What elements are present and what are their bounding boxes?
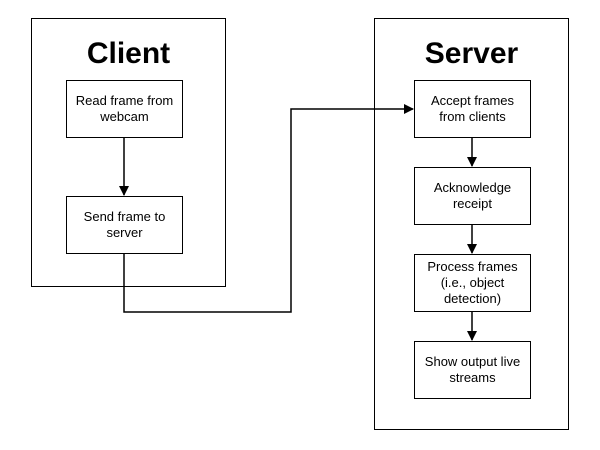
- step-label: Send frame to server: [83, 209, 166, 240]
- step-label: Read frame from webcam: [75, 93, 174, 124]
- server-title: Server: [424, 37, 519, 70]
- step-read-frame-from-webcam: Read frame from webcam: [66, 80, 183, 138]
- step-label: Process frames (i.e., object detection): [427, 259, 518, 306]
- step-show-output-live-streams: Show output live streams: [414, 341, 531, 399]
- step-label: Accept frames from clients: [430, 93, 515, 124]
- step-label: Acknowledge receipt: [433, 180, 512, 211]
- step-process-frames: Process frames (i.e., object detection): [414, 254, 531, 312]
- step-accept-frames: Accept frames from clients: [414, 80, 531, 138]
- step-label: Show output live streams: [424, 354, 521, 385]
- client-title: Client: [86, 37, 171, 70]
- step-send-frame-to-server: Send frame to server: [66, 196, 183, 254]
- step-acknowledge-receipt: Acknowledge receipt: [414, 167, 531, 225]
